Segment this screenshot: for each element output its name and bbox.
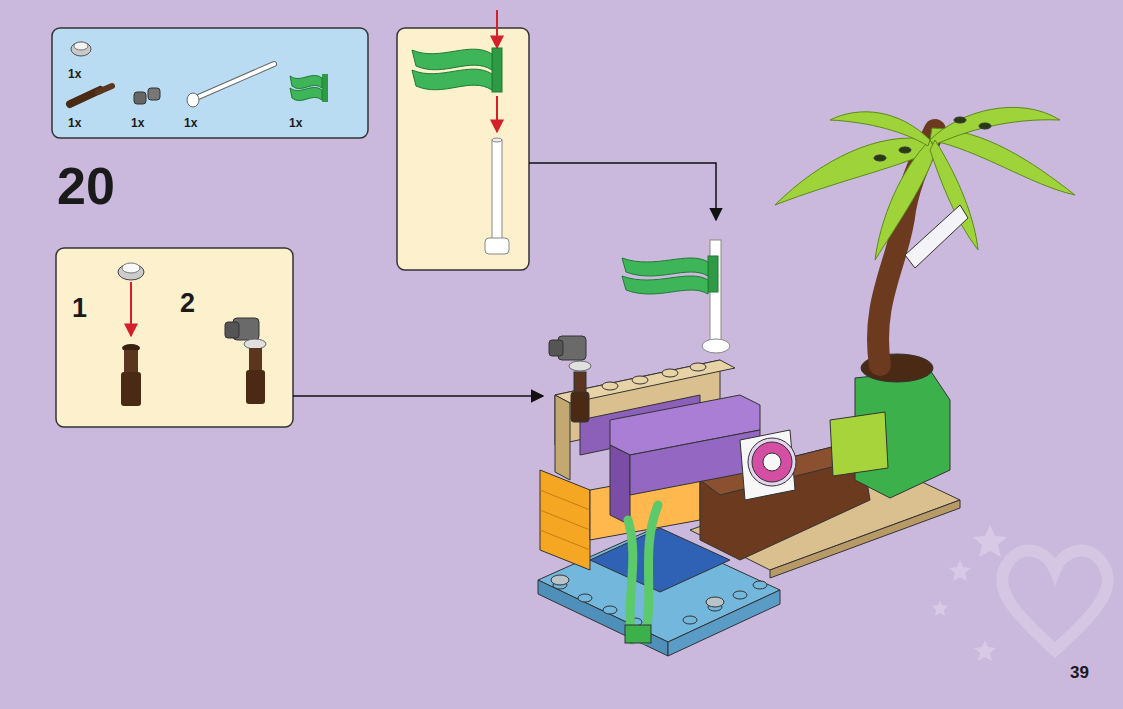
quantity-label: 1x [68,117,81,129]
subassembly-panel: 12 [56,248,293,427]
flag-subassembly [412,10,509,254]
watermark-stars [932,525,1007,661]
quantity-label: 1x [68,68,81,80]
round-tile [71,42,91,56]
callout-arrow [529,163,716,220]
flag-part [290,74,328,102]
subassembly-panel [56,248,293,427]
substep-number: 2 [180,290,195,317]
subassembly-panel [397,28,529,270]
parts-panel [52,28,368,138]
bar-part [187,64,274,107]
page-number: 39 [1070,664,1089,681]
parts-panel: 1x 1x 1x 1x 1x [52,28,368,138]
watermark [1002,551,1108,650]
binoculars-part [134,88,160,104]
step-number: 20 [57,160,115,212]
quantity-label: 1x [289,117,302,129]
callout-arrow [293,395,543,397]
telescope-subassembly [118,263,266,406]
lego-model [538,107,1075,656]
telescope-part [70,86,112,104]
quantity-label: 1x [184,117,197,129]
quantity-label: 1x [131,117,144,129]
substep-number: 1 [72,295,87,322]
